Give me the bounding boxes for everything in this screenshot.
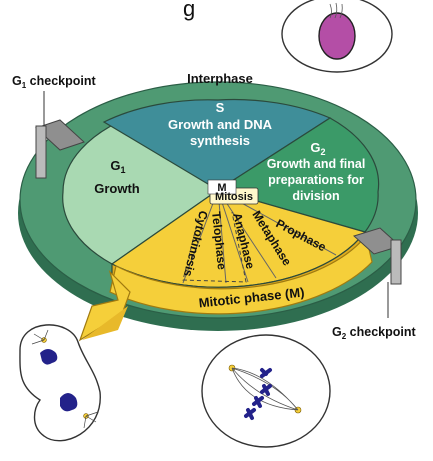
- g2-line3: division: [292, 189, 339, 203]
- g2-phase-label: G2 Growth and final preparations for div…: [267, 140, 366, 203]
- g1-phase-label: G1 Growth: [94, 158, 140, 196]
- s-phase-label: S Growth and DNA synthesis: [168, 100, 273, 148]
- metaphase-cell-icon: [201, 334, 331, 448]
- s-phase-line2: synthesis: [190, 133, 250, 148]
- g1-checkpoint-label: G1 checkpoint: [12, 74, 96, 90]
- g2-line2: preparations for: [268, 173, 364, 187]
- g2-checkpoint-sub: 2: [342, 332, 347, 341]
- g1-sector: [62, 115, 219, 265]
- g1-sub: 1: [121, 165, 126, 175]
- g2-checkpoint-marker: [353, 227, 402, 285]
- g1-checkpoint-text: checkpoint: [26, 74, 96, 88]
- g1-letter: G: [110, 158, 120, 173]
- svg-text:G2: G2: [310, 140, 325, 157]
- m-label: M: [217, 182, 226, 194]
- g2-checkpoint-label: G2 checkpoint: [332, 325, 416, 341]
- g1-checkpoint-letter: G: [12, 74, 22, 88]
- mitosis-label: Mitosis: [215, 191, 253, 203]
- title-fragment: g: [183, 0, 195, 21]
- mitotic-arrow: [78, 234, 373, 342]
- s-sector: [102, 98, 332, 191]
- g2-letter: G: [310, 140, 320, 155]
- phase-pie: [62, 98, 380, 300]
- stage-telophase: Telophase: [209, 211, 229, 271]
- g2-sub: 2: [321, 147, 326, 157]
- s-phase-line1: Growth and DNA: [168, 117, 273, 132]
- g1-line1: Growth: [94, 181, 140, 196]
- g1-checkpoint-marker: [35, 119, 85, 179]
- interphase-label: Interphase: [187, 71, 253, 86]
- g1-checkpoint-sub: 1: [22, 81, 27, 90]
- interphase-cell-icon: [281, 0, 393, 73]
- g2-line1: Growth and final: [267, 157, 366, 171]
- g2-sector: [216, 117, 380, 233]
- g2-checkpoint-letter: G: [332, 325, 342, 339]
- g2-checkpoint-text: checkpoint: [346, 325, 416, 339]
- telophase-cell-icon: [19, 324, 101, 442]
- svg-text:G1: G1: [110, 158, 125, 175]
- s-phase-title: S: [216, 100, 225, 115]
